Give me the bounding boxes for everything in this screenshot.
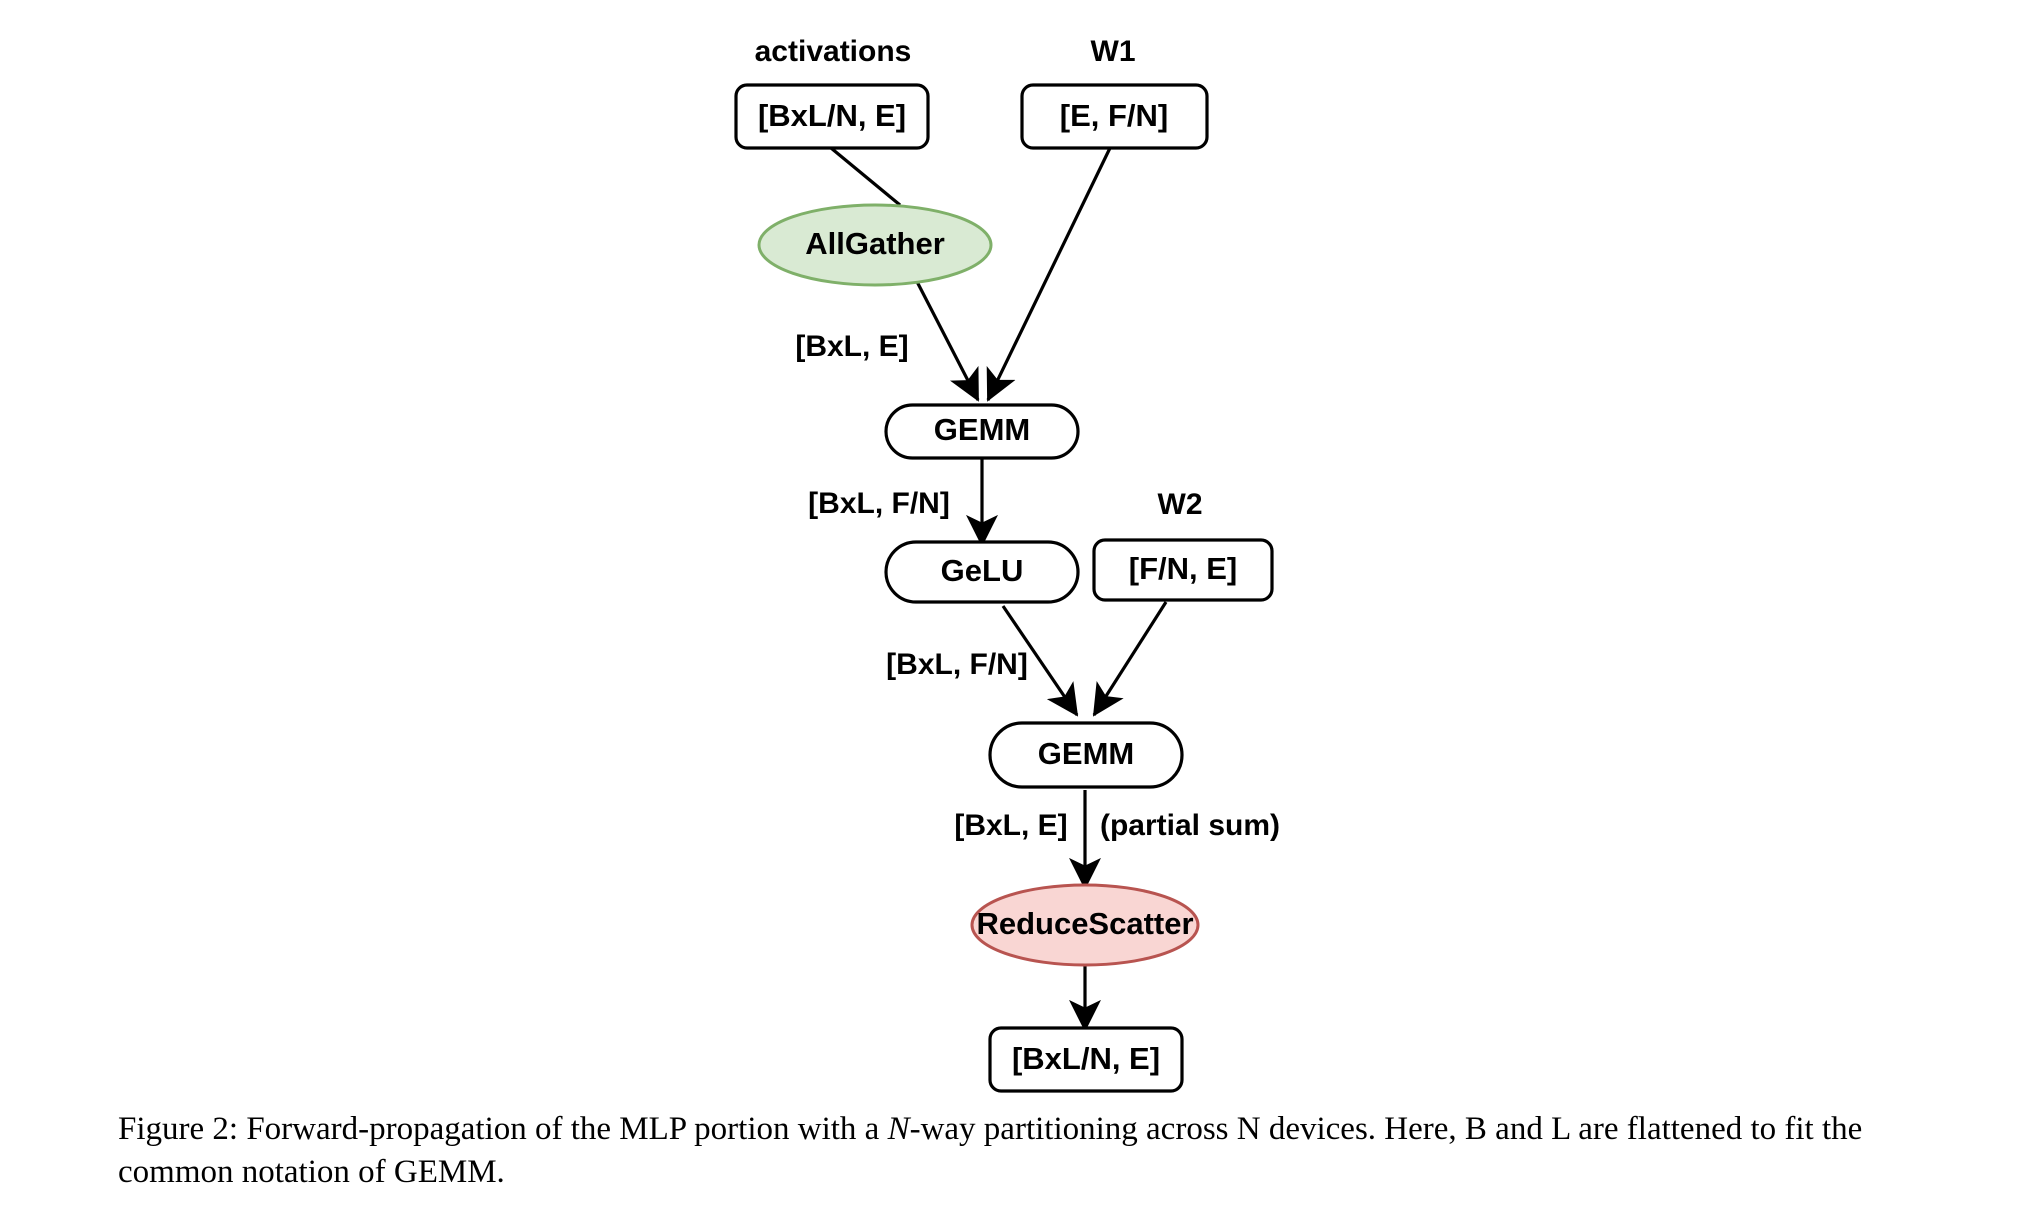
edge-activations-to-allgather	[829, 146, 902, 207]
w2-label: [F/N, E]	[1129, 551, 1238, 586]
header-w1: W1	[1091, 35, 1136, 68]
node-output[interactable]: [BxL/N, E]	[988, 1026, 1184, 1093]
gemm2-shape	[988, 721, 1184, 789]
input-activations-label: [BxL/N, E]	[758, 98, 906, 133]
mlp-forward-propagation-diagram: activations W1 W2 [BxL/N, E] [E, F/N] Al…	[734, 35, 1280, 1093]
edge-allgather-to-gemm1	[909, 269, 980, 402]
caption-figure-number: Figure 2:	[118, 1111, 239, 1147]
output-shape	[988, 1026, 1184, 1093]
gelu-label: GeLU	[941, 553, 1024, 588]
edge-gelu-to-gemm2	[1001, 605, 1079, 717]
w1-label: [E, F/N]	[1060, 98, 1169, 133]
output-label: [BxL/N, E]	[1012, 1041, 1160, 1076]
w2-shape	[1092, 538, 1274, 602]
gemm1-shape	[884, 403, 1080, 460]
header-activations: activations	[755, 35, 912, 68]
allgather-label: AllGather	[805, 226, 945, 261]
edge-w2-to-gemm2	[1092, 601, 1168, 717]
node-w2[interactable]: [F/N, E]	[1092, 538, 1274, 602]
node-gemm-1[interactable]: GEMM	[884, 403, 1080, 460]
caption-text-part2: -way partitioning across N devices. Here…	[118, 1111, 1863, 1190]
edge-w1-to-gemm1	[986, 147, 1112, 402]
edge-label-after-gemm2: [BxL, E]	[954, 809, 1067, 842]
node-input-activations[interactable]: [BxL/N, E]	[734, 83, 930, 150]
caption-text-part1: Forward-propagation of the MLP portion w…	[238, 1111, 888, 1147]
edge-label-partial-sum: (partial sum)	[1100, 809, 1280, 842]
edge-label-after-gemm1: [BxL, F/N]	[808, 487, 950, 520]
gemm2-label: GEMM	[1038, 736, 1134, 771]
edge-label-after-gelu: [BxL, F/N]	[886, 648, 1028, 681]
node-gelu[interactable]: GeLU	[884, 540, 1080, 604]
edge-label-after-allgather: [BxL, E]	[795, 330, 908, 363]
gemm1-label: GEMM	[934, 412, 1030, 447]
node-allgather[interactable]: AllGather	[757, 203, 993, 287]
input-activations-shape	[734, 83, 930, 150]
node-reducescatter[interactable]: ReduceScatter	[970, 883, 1200, 967]
gelu-shape	[884, 540, 1080, 604]
allgather-shape	[757, 203, 993, 287]
reducescatter-label: ReduceScatter	[976, 906, 1193, 941]
caption-italic-n: N	[887, 1111, 910, 1147]
node-w1[interactable]: [E, F/N]	[1020, 83, 1209, 150]
w1-shape	[1020, 83, 1209, 150]
reducescatter-shape	[970, 883, 1200, 967]
header-w2: W2	[1158, 488, 1203, 521]
figure-caption: Figure 2: Forward-propagation of the MLP…	[118, 1108, 1930, 1194]
node-gemm-2[interactable]: GEMM	[988, 721, 1184, 789]
